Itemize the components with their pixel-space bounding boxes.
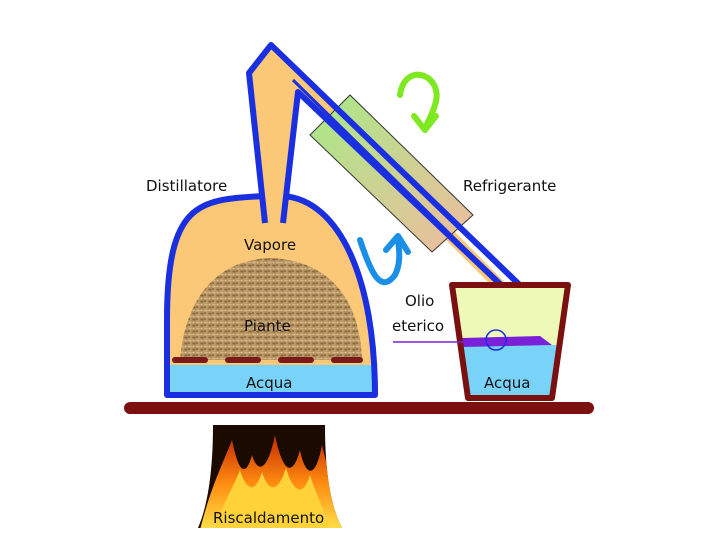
water-layer-left xyxy=(167,365,375,395)
water-layer-right xyxy=(462,345,559,398)
label-water-right: Acqua xyxy=(484,374,530,392)
warm-coolant-out-arrow xyxy=(397,71,440,133)
label-oil-line2: eterico xyxy=(392,317,444,335)
label-oil-line1: Olio xyxy=(405,292,434,310)
cold-coolant-in-arrow xyxy=(357,233,411,285)
receiver-vessel xyxy=(449,282,571,401)
label-distiller: Distillatore xyxy=(146,177,227,195)
heating-fire xyxy=(198,425,342,528)
label-plants: Piante xyxy=(244,317,291,335)
label-heating: Riscaldamento xyxy=(213,509,324,527)
condenser-jacket xyxy=(309,94,474,253)
label-water-left: Acqua xyxy=(246,374,292,392)
distiller-vessel xyxy=(164,193,378,398)
essential-oil-layer xyxy=(462,336,552,347)
plant-material xyxy=(180,258,362,360)
label-vapor: Vapore xyxy=(244,236,296,254)
oil-droplet xyxy=(485,329,507,351)
label-coolant: Refrigerante xyxy=(463,177,556,195)
